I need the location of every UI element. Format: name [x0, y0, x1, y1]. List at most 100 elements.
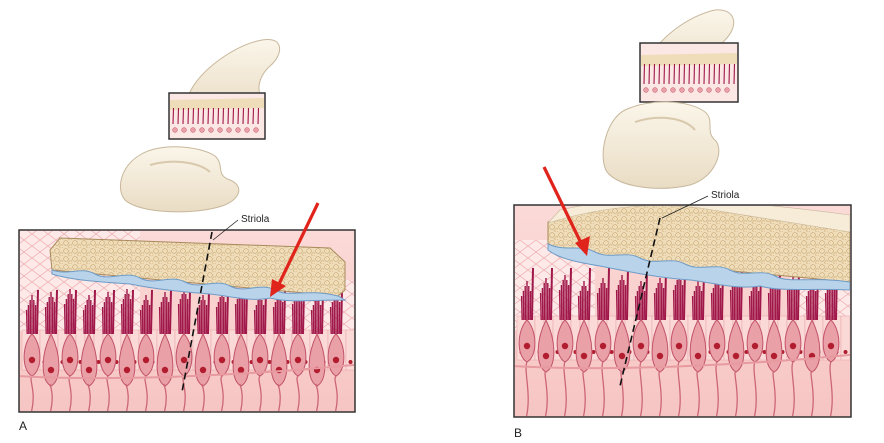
stereocilium [234, 303, 237, 335]
stereocilium [615, 289, 618, 321]
hair-cells-b [518, 318, 840, 373]
hair-cell-nucleus [218, 356, 226, 364]
hair-cell-nucleus [713, 342, 721, 350]
hair-cell-nucleus [637, 342, 645, 350]
nerve-fiber [810, 371, 814, 416]
hair-cell-nucleus [561, 342, 569, 350]
kinocilium [778, 267, 781, 321]
inset-bundle [172, 107, 175, 125]
hair-cell-nucleus [199, 366, 207, 374]
kinocilium [150, 289, 153, 335]
striola-line-a [181, 231, 213, 393]
kinocilium [531, 267, 534, 321]
stereocilium [786, 289, 789, 321]
supporting-nucleus [348, 360, 353, 364]
kinocilium [36, 289, 39, 335]
stereocilium [805, 295, 808, 321]
hair-cell-nucleus [104, 356, 112, 364]
stereocilium [329, 306, 332, 335]
inset-bundle [658, 63, 661, 85]
inset-bundle [192, 107, 195, 125]
hair-cell-nucleus [161, 366, 169, 374]
inset-bundle [212, 107, 215, 125]
inset-bundle [252, 107, 255, 125]
inset-bundle [663, 63, 666, 85]
hair-cell-nucleus [827, 342, 835, 350]
nerve-fiber [296, 375, 300, 411]
nerve-fiber [49, 383, 53, 411]
hair-cell-nucleus [694, 352, 702, 360]
nerve-fiber [791, 361, 795, 416]
basement-membrane [515, 353, 850, 370]
stereocilium [748, 295, 751, 321]
inset-cell [697, 87, 703, 93]
stereocilium [44, 306, 47, 335]
stereocilium [272, 306, 275, 335]
nerve-fiber [334, 375, 338, 411]
stereocilium [120, 303, 123, 335]
panel-label-a: A [19, 419, 27, 433]
kinocilium [169, 289, 172, 335]
nerve-fibers-b [515, 353, 850, 416]
hair-cell-nucleus [580, 352, 588, 360]
hair-cell-nucleus [332, 356, 340, 364]
hair-cell-nucleus [294, 356, 302, 364]
inset-cell [172, 127, 178, 133]
red-arrow-a [270, 202, 320, 297]
inset-bundle [698, 63, 701, 85]
inset-bundle [187, 107, 190, 125]
inset-bundle [242, 107, 245, 125]
stereocilium [729, 289, 732, 321]
inset-cell [679, 87, 685, 93]
hair-cell-nucleus [751, 342, 759, 350]
inset-bundle [232, 107, 235, 125]
kinocilium [226, 289, 229, 335]
nerve-fiber [201, 383, 205, 411]
inset-bundle [222, 107, 225, 125]
inset-cell [652, 87, 658, 93]
inset-bundle [683, 63, 686, 85]
inset-cell [253, 127, 259, 133]
inset-box [168, 92, 266, 140]
kinocilium [626, 267, 629, 321]
supporting-nucleus [843, 350, 848, 354]
inset-bundle [202, 107, 205, 125]
kinocilium [188, 289, 191, 335]
inset-bundle [227, 107, 230, 125]
stereocilium [215, 306, 218, 335]
hair-cell-nucleus [85, 366, 93, 374]
supporting-nucleus [762, 350, 767, 354]
nerve-fiber [582, 371, 586, 416]
hair-cell-nucleus [732, 352, 740, 360]
stereocilium [577, 295, 580, 321]
inset-cell [181, 127, 187, 133]
stereocilium [539, 292, 542, 321]
stereocilium [824, 292, 827, 321]
supporting-cell [840, 315, 850, 361]
hair-bundles [25, 289, 343, 335]
inset-cell [226, 127, 232, 133]
supporting-cell [345, 329, 354, 371]
inset-bundle [723, 63, 726, 85]
striola-line-b [619, 217, 661, 387]
inset-cell [217, 127, 223, 133]
nerve-fiber [677, 361, 681, 416]
stereocilium [291, 303, 294, 335]
otolith-organ-shape-lower [120, 146, 240, 213]
inset-cell [208, 127, 214, 133]
inset-bundle [733, 63, 736, 85]
nerve-fiber [277, 383, 281, 411]
nerve-fiber [258, 375, 262, 411]
inset-bundle [653, 63, 656, 85]
inset-cell [706, 87, 712, 93]
inset-bundle [247, 107, 250, 125]
nerve-fiber [772, 371, 776, 416]
kinocilium [569, 267, 572, 321]
inset-bundle [182, 107, 185, 125]
inset-cell [235, 127, 241, 133]
kinocilium [207, 289, 210, 335]
inset-cell [190, 127, 196, 133]
hair-cell-nucleus [142, 356, 150, 364]
basement-membrane [20, 363, 354, 380]
